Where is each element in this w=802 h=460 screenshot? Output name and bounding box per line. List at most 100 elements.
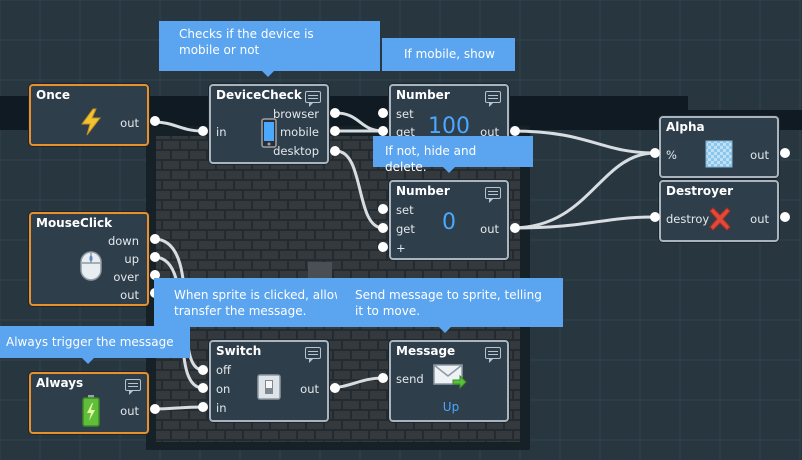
- once-out-port[interactable]: [150, 116, 160, 126]
- devicecheck-mobile-port[interactable]: [330, 126, 340, 136]
- comment-icon[interactable]: [485, 347, 501, 363]
- port-out: out: [120, 404, 139, 418]
- message-node[interactable]: Message send Up: [389, 340, 509, 422]
- port-over: over: [113, 270, 139, 284]
- switch-in-port[interactable]: [198, 402, 208, 412]
- always-node[interactable]: Always out: [29, 372, 149, 434]
- port-in: in: [216, 125, 227, 139]
- port-plus: +: [396, 241, 406, 255]
- lightning-icon: [81, 108, 102, 136]
- port-percent: %: [666, 148, 677, 162]
- port-desktop: desktop: [273, 144, 319, 158]
- port-mobile: mobile: [279, 125, 319, 139]
- port-get: get: [396, 222, 415, 236]
- envelope-icon: [433, 364, 467, 390]
- mouseclick-up-port[interactable]: [150, 252, 160, 262]
- destroyer-destroy-port[interactable]: [650, 212, 660, 222]
- node-title: Always: [36, 376, 84, 390]
- number2-out-port[interactable]: [510, 223, 520, 233]
- checker-icon: [705, 140, 733, 168]
- node-title: DeviceCheck: [216, 88, 302, 102]
- tooltip-always-trigger: Always trigger the message: [0, 326, 190, 364]
- number2-get-port[interactable]: [378, 223, 388, 233]
- switch-node[interactable]: Switch off on in out: [209, 340, 329, 422]
- comment-icon[interactable]: [485, 187, 501, 203]
- devicecheck-desktop-port[interactable]: [330, 146, 340, 156]
- port-out: out: [480, 222, 499, 236]
- port-set: set: [396, 203, 414, 217]
- node-title: MouseClick: [36, 216, 113, 230]
- port-up: up: [124, 252, 139, 266]
- comment-icon[interactable]: [485, 91, 501, 107]
- number2-plus-port[interactable]: [378, 242, 388, 252]
- port-off: off: [216, 363, 231, 377]
- port-browser: browser: [272, 107, 319, 121]
- port-send: send: [396, 372, 424, 386]
- switch-on-port[interactable]: [198, 383, 208, 393]
- node-title: Alpha: [666, 120, 705, 134]
- port-out: out: [480, 125, 499, 139]
- always-out-port[interactable]: [150, 404, 160, 414]
- node-title: Number: [396, 88, 450, 102]
- number-node-100[interactable]: Number set get 100 out: [389, 84, 509, 146]
- tooltip-devicecheck: Checks if the device is mobile or not: [159, 21, 380, 77]
- port-out: out: [120, 288, 139, 302]
- node-title: Number: [396, 184, 450, 198]
- number1-get-port[interactable]: [378, 126, 388, 136]
- port-out: out: [750, 148, 769, 162]
- comment-icon[interactable]: [305, 91, 321, 107]
- tooltip-text: If mobile, show: [404, 47, 495, 61]
- battery-icon: [82, 395, 100, 427]
- tooltip-text: If not, hide and delete.: [385, 144, 477, 174]
- node-title: Switch: [216, 344, 262, 358]
- node-title: Once: [36, 88, 70, 102]
- number-value: 100: [428, 114, 470, 139]
- number-value: 0: [442, 210, 456, 235]
- number-node-0[interactable]: Number set get + 0 out: [389, 180, 509, 260]
- switch-icon: [257, 374, 281, 400]
- node-title: Destroyer: [666, 184, 734, 198]
- tooltip-text: Send message to sprite, telling it to mo…: [355, 288, 542, 318]
- switch-out-port[interactable]: [330, 383, 340, 393]
- port-down: down: [107, 234, 139, 248]
- tooltip-text: Checks if the device is mobile or not: [179, 27, 314, 57]
- port-destroy: destroy: [666, 212, 710, 226]
- port-out: out: [120, 116, 139, 130]
- comment-icon[interactable]: [125, 379, 141, 395]
- port-in: in: [216, 401, 227, 415]
- port-get: get: [396, 125, 415, 139]
- node-title: Message: [396, 344, 456, 358]
- alpha-node[interactable]: Alpha % out: [659, 116, 779, 178]
- port-out: out: [750, 212, 769, 226]
- devicecheck-node[interactable]: DeviceCheck in browser mobile desktop: [209, 84, 329, 164]
- mouseclick-over-port[interactable]: [150, 270, 160, 280]
- port-set: set: [396, 107, 414, 121]
- devicecheck-in-port[interactable]: [198, 126, 208, 136]
- once-node[interactable]: Once out: [29, 84, 149, 146]
- message-subtitle: Up: [442, 400, 460, 414]
- sprite-icon: [308, 262, 332, 280]
- alpha-out-port[interactable]: [780, 148, 790, 158]
- message-send-port[interactable]: [378, 373, 388, 383]
- destroyer-node[interactable]: Destroyer destroy out: [659, 180, 779, 242]
- destroyer-out-port[interactable]: [780, 212, 790, 222]
- mouseclick-down-port[interactable]: [150, 234, 160, 244]
- number1-out-port[interactable]: [510, 126, 520, 136]
- tooltip-text: When sprite is clicked, allow to transfe…: [174, 288, 344, 318]
- port-on: on: [216, 382, 231, 396]
- tooltip-if-mobile: If mobile, show: [382, 38, 515, 71]
- tooltip-send-message: Send message to sprite, telling it to mo…: [337, 278, 563, 333]
- red-x-icon: [709, 207, 731, 231]
- switch-off-port[interactable]: [198, 365, 208, 375]
- mouse-icon: [80, 251, 102, 281]
- alpha-percent-port[interactable]: [650, 148, 660, 158]
- tooltip-text: Always trigger the message: [6, 335, 174, 349]
- port-out: out: [300, 382, 319, 396]
- devicecheck-browser-port[interactable]: [330, 108, 340, 118]
- tooltip-if-not: If not, hide and delete.: [373, 136, 533, 174]
- phone-icon: [261, 118, 277, 148]
- mouseclick-node[interactable]: MouseClick down up over out: [29, 212, 149, 306]
- number1-set-port[interactable]: [378, 108, 388, 118]
- comment-icon[interactable]: [305, 347, 321, 363]
- number2-set-port[interactable]: [378, 204, 388, 214]
